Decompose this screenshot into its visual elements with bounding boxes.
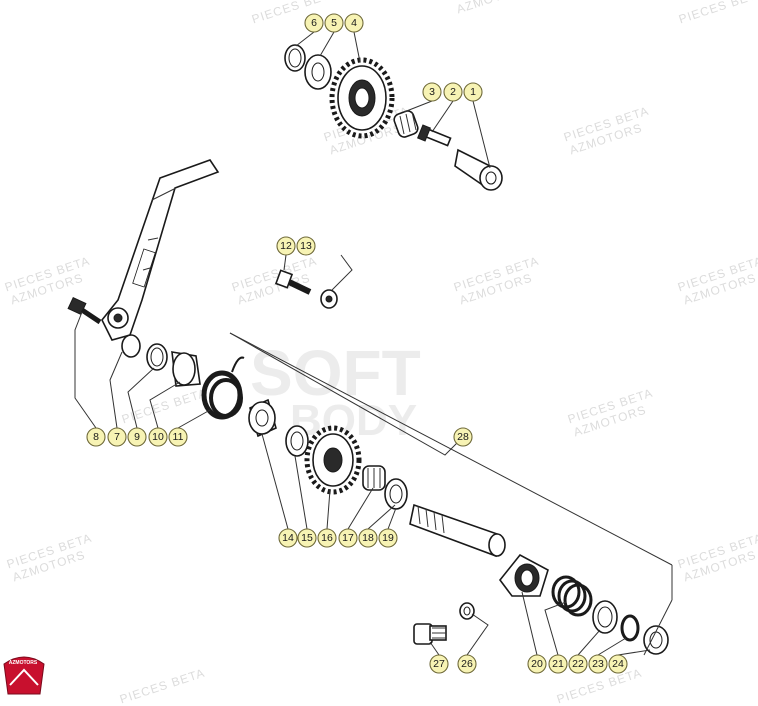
svg-text:24: 24 xyxy=(612,658,624,670)
logo-text: AZMOTORS xyxy=(8,660,38,666)
callout-3: 3 xyxy=(422,82,442,102)
idler-screw-part xyxy=(417,124,452,147)
stop-nut-part xyxy=(320,289,338,309)
svg-text:27: 27 xyxy=(433,658,445,670)
callout-18: 18 xyxy=(358,528,378,548)
washer-part-24 xyxy=(643,625,669,655)
kickstart-lever-part xyxy=(101,159,220,341)
idler-shaft-part xyxy=(454,148,503,191)
svg-text:15: 15 xyxy=(301,532,313,544)
svg-text:20: 20 xyxy=(531,658,543,670)
small-washer-part xyxy=(459,602,475,620)
washer-part-19 xyxy=(384,478,408,510)
callout-17: 17 xyxy=(338,528,358,548)
callout-5: 5 xyxy=(324,13,344,33)
svg-text:22: 22 xyxy=(572,658,584,670)
svg-text:4: 4 xyxy=(351,17,357,29)
washer-part-22 xyxy=(592,600,618,634)
callout-28: 28 xyxy=(453,427,473,447)
svg-text:11: 11 xyxy=(173,431,184,443)
svg-text:13: 13 xyxy=(300,240,312,252)
kickstart-gear-part xyxy=(304,425,362,495)
circlip-part-23 xyxy=(620,614,640,642)
svg-text:3: 3 xyxy=(429,86,435,98)
callout-10: 10 xyxy=(148,427,168,447)
callout-11: 11 xyxy=(168,427,188,447)
svg-text:17: 17 xyxy=(342,532,354,544)
callout-19: 19 xyxy=(378,528,398,548)
idler-gear-part xyxy=(329,57,395,139)
callout-14: 14 xyxy=(278,528,298,548)
callout-12: 12 xyxy=(276,236,296,256)
callout-16: 16 xyxy=(317,528,337,548)
svg-text:7: 7 xyxy=(114,431,120,443)
ratchet-part xyxy=(498,553,549,597)
lever-bolt-part xyxy=(67,296,102,325)
svg-text:6: 6 xyxy=(311,17,317,29)
callout-22: 22 xyxy=(568,654,588,674)
callout-15: 15 xyxy=(297,528,317,548)
callout-23: 23 xyxy=(588,654,608,674)
callout-2: 2 xyxy=(443,82,463,102)
svg-text:14: 14 xyxy=(282,532,294,544)
callout-21: 21 xyxy=(548,654,568,674)
bush-part xyxy=(171,351,201,387)
callout-4: 4 xyxy=(344,13,364,33)
svg-text:8: 8 xyxy=(93,431,99,443)
svg-text:19: 19 xyxy=(382,532,394,544)
svg-text:23: 23 xyxy=(592,658,604,670)
callout-7: 7 xyxy=(107,427,127,447)
svg-text:2: 2 xyxy=(450,86,456,98)
callout-1: 1 xyxy=(463,82,483,102)
svg-text:10: 10 xyxy=(152,431,164,443)
callout-6: 6 xyxy=(304,13,324,33)
washer-part xyxy=(304,54,332,90)
callout-13: 13 xyxy=(296,236,316,256)
svg-text:5: 5 xyxy=(331,17,337,29)
ratchet-spring-part xyxy=(551,575,593,617)
kickstart-spring-part xyxy=(201,356,245,420)
leader-lines xyxy=(74,31,673,656)
svg-text:1: 1 xyxy=(470,86,476,98)
callout-20: 20 xyxy=(527,654,547,674)
svg-text:28: 28 xyxy=(457,431,469,443)
callout-8: 8 xyxy=(86,427,106,447)
lever-washer-part xyxy=(121,334,141,358)
kickstart-shaft-part xyxy=(409,503,506,558)
shaft-seal-part xyxy=(146,343,168,371)
plug-bolt-part xyxy=(413,623,447,645)
callout-26: 26 xyxy=(457,654,477,674)
svg-text:SOFT: SOFT xyxy=(250,337,421,409)
idler-gear-assembly xyxy=(284,44,503,191)
callout-24: 24 xyxy=(608,654,628,674)
svg-text:18: 18 xyxy=(362,532,374,544)
needle-bearing-part xyxy=(393,110,419,138)
svg-text:26: 26 xyxy=(461,658,473,670)
callout-9: 9 xyxy=(127,427,147,447)
circlip-part xyxy=(284,44,306,72)
spring-guide-part xyxy=(248,398,277,438)
washer-part-15 xyxy=(285,425,309,457)
stop-bolt-part xyxy=(274,269,312,295)
callout-27: 27 xyxy=(429,654,449,674)
svg-text:12: 12 xyxy=(280,240,292,252)
svg-text:21: 21 xyxy=(552,658,564,670)
svg-text:16: 16 xyxy=(321,532,333,544)
svg-text:9: 9 xyxy=(134,431,140,443)
needle-bearing-part-17 xyxy=(362,465,386,491)
azmotors-logo xyxy=(3,656,45,695)
